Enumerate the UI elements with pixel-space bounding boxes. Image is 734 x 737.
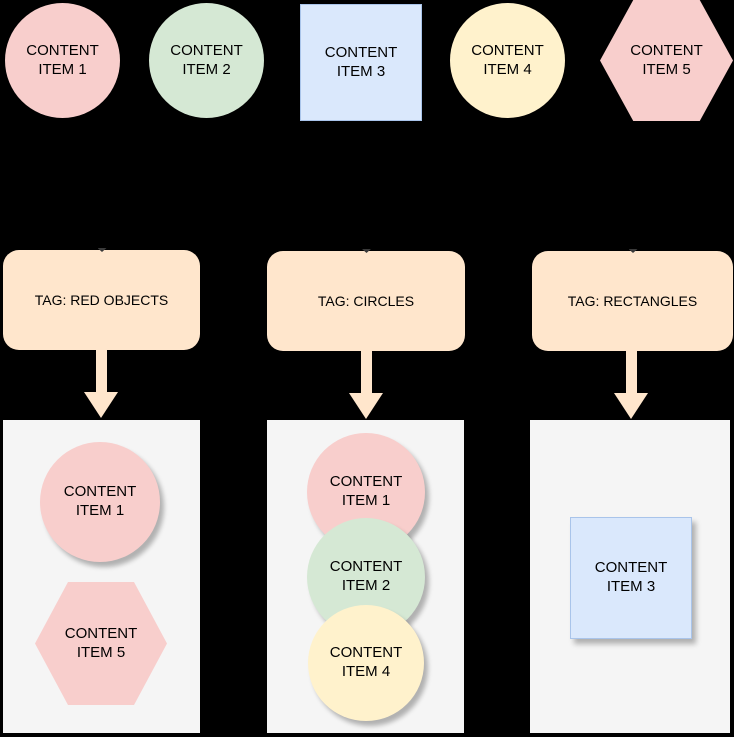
column2-content-item-4-label: CONTENT ITEM 4 bbox=[329, 644, 403, 680]
arrow-down-icon bbox=[84, 350, 118, 418]
column3-content-item-3-label: CONTENT ITEM 3 bbox=[594, 559, 668, 595]
arrow-down-icon bbox=[349, 351, 383, 419]
arrow-down-icon bbox=[614, 351, 648, 419]
content-item-5-label: CONTENT ITEM 5 bbox=[630, 41, 703, 78]
column1-content-item-5-hexagon: CONTENT ITEM 5 bbox=[35, 582, 167, 705]
column-rectangles: CONTENT ITEM 3 bbox=[530, 420, 730, 733]
column1-content-item-1-circle: CONTENT ITEM 1 bbox=[40, 442, 160, 562]
content-item-3-label: CONTENT ITEM 3 bbox=[324, 43, 398, 80]
tag-red-objects: TAG: RED OBJECTS bbox=[3, 248, 200, 350]
column1-content-item-1-label: CONTENT ITEM 1 bbox=[63, 483, 137, 519]
content-item-1-label: CONTENT ITEM 1 bbox=[26, 41, 99, 78]
arrow-head bbox=[84, 392, 118, 418]
column1-content-item-5-label: CONTENT ITEM 5 bbox=[64, 624, 138, 661]
connector-arrowhead-icon bbox=[97, 248, 107, 252]
content-item-3-square: CONTENT ITEM 3 bbox=[300, 4, 422, 121]
content-item-1-circle: CONTENT ITEM 1 bbox=[5, 3, 120, 118]
content-item-4-circle: CONTENT ITEM 4 bbox=[450, 3, 565, 118]
tag-circles: TAG: CIRCLES bbox=[267, 249, 465, 351]
column-circles: CONTENT ITEM 1 CONTENT ITEM 2 CONTENT IT… bbox=[267, 420, 464, 733]
content-item-2-circle: CONTENT ITEM 2 bbox=[149, 3, 264, 118]
arrow-head bbox=[614, 393, 648, 419]
column2-content-item-2-circle: CONTENT ITEM 2 bbox=[307, 518, 425, 636]
column2-content-item-1-label: CONTENT ITEM 1 bbox=[329, 473, 403, 509]
content-item-5-hexagon: CONTENT ITEM 5 bbox=[600, 0, 733, 121]
column2-content-item-4-circle: CONTENT ITEM 4 bbox=[308, 605, 424, 721]
arrow-stem bbox=[625, 351, 637, 393]
connector-arrowhead-icon bbox=[362, 249, 371, 253]
tag-circles-label: TAG: CIRCLES bbox=[317, 293, 415, 309]
arrow-head bbox=[349, 393, 383, 419]
tag-rectangles-label: TAG: RECTANGLES bbox=[567, 293, 698, 309]
column3-content-item-3-square: CONTENT ITEM 3 bbox=[570, 517, 692, 639]
connector-arrowhead-icon bbox=[628, 249, 638, 253]
tag-rectangles: TAG: RECTANGLES bbox=[532, 249, 733, 351]
column-red-objects: CONTENT ITEM 1 CONTENT ITEM 5 bbox=[3, 420, 200, 733]
content-item-4-label: CONTENT ITEM 4 bbox=[471, 41, 544, 78]
arrow-stem bbox=[95, 350, 107, 392]
column2-content-item-2-label: CONTENT ITEM 2 bbox=[329, 558, 403, 594]
content-item-2-label: CONTENT ITEM 2 bbox=[170, 41, 243, 78]
tag-red-objects-label: TAG: RED OBJECTS bbox=[34, 292, 169, 308]
arrow-stem bbox=[360, 351, 372, 393]
